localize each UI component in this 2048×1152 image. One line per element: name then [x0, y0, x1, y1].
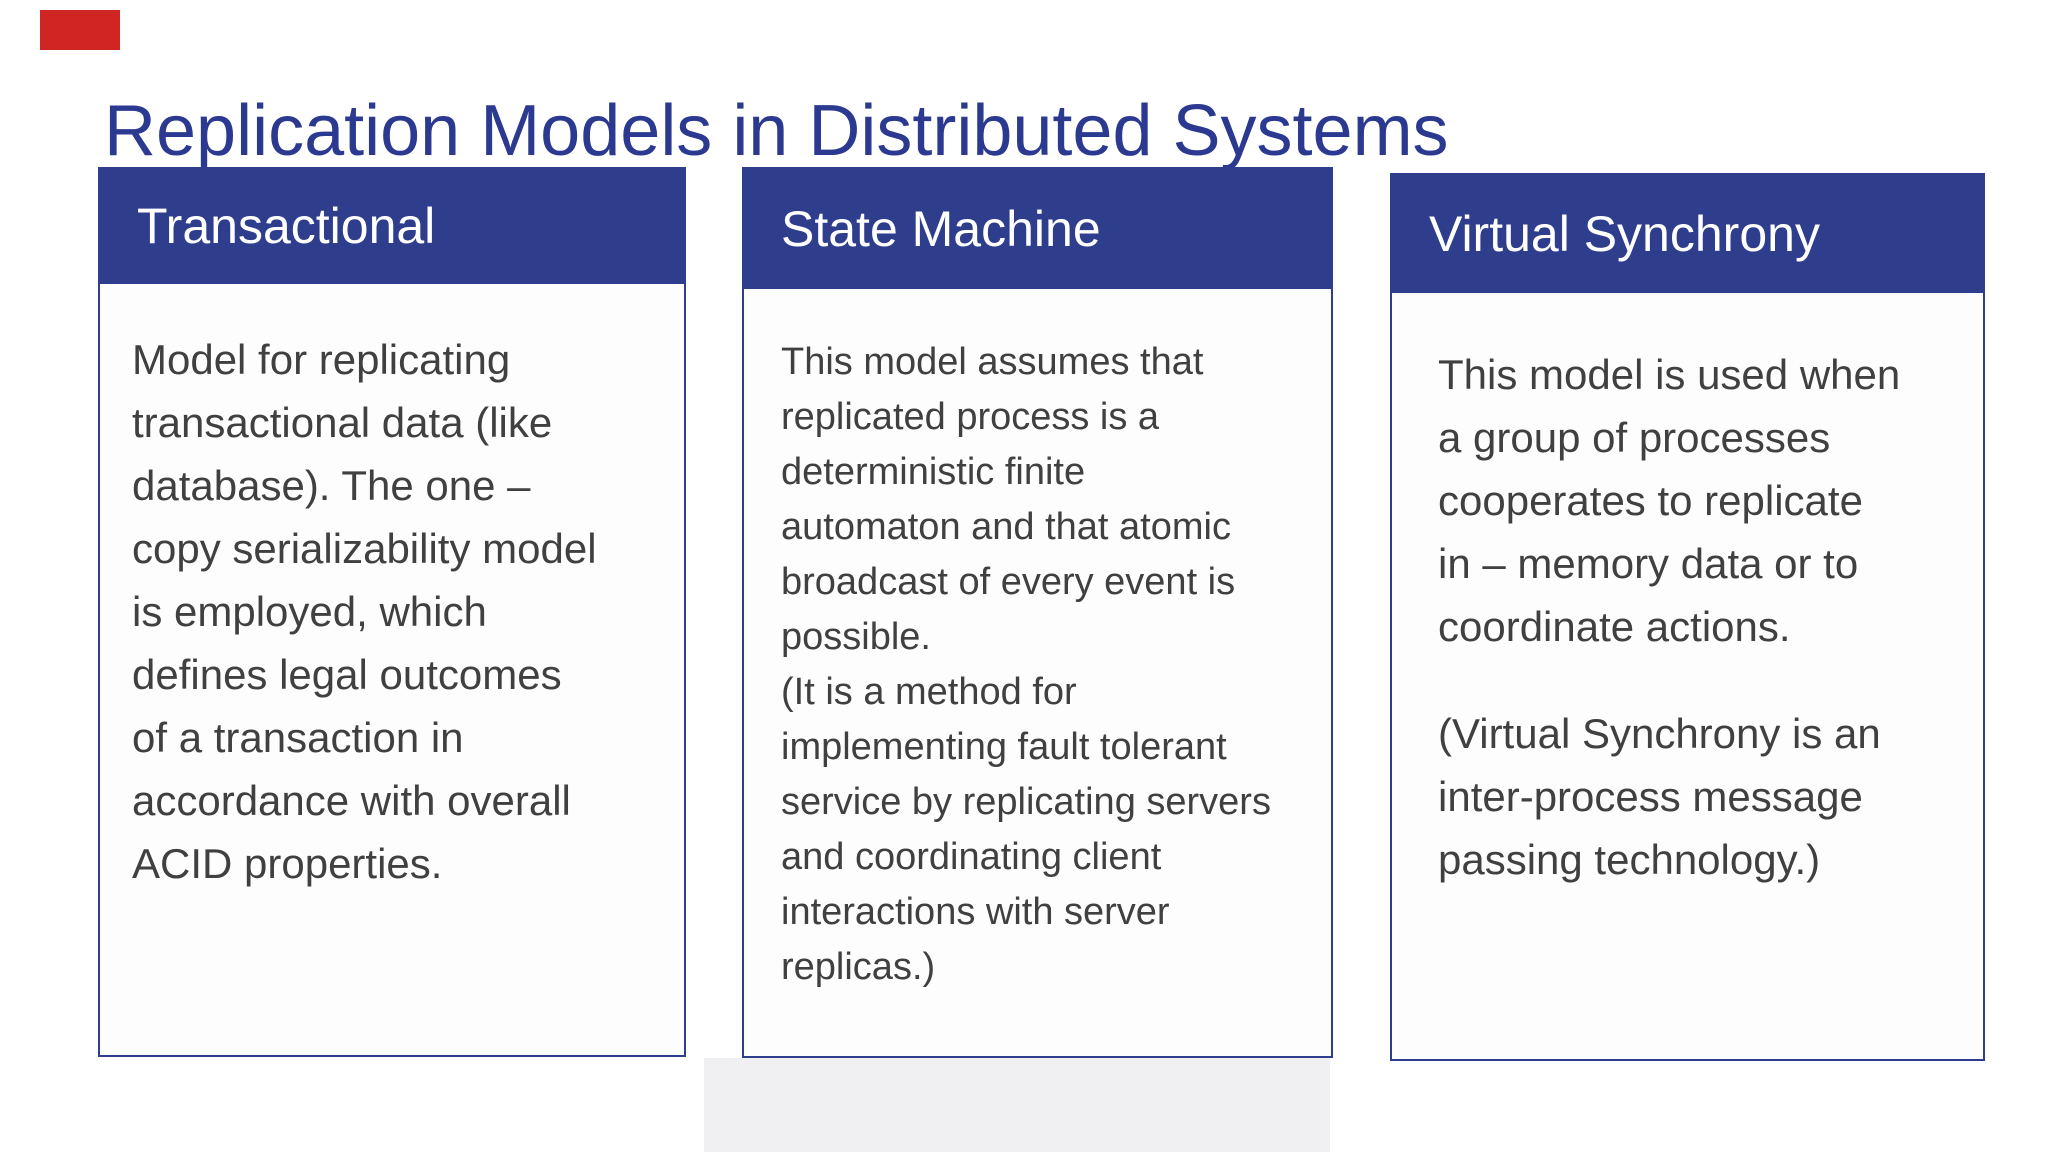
card-transactional-body: Model for replicating transactional data… [132, 336, 597, 887]
card-state-machine-body: This model assumes that replicated proce… [781, 341, 1271, 988]
card-transactional-title: Transactional [137, 198, 436, 254]
card-transactional-body-secondary [100, 895, 684, 939]
card-virtual-synchrony-body: This model is used when a group of proce… [1438, 351, 1901, 650]
card-virtual-synchrony: Virtual Synchrony This model is used whe… [1390, 173, 1985, 1061]
page-title: Replication Models in Distributed System… [104, 91, 1449, 172]
card-transactional: Transactional Model for replicating tran… [98, 167, 686, 1057]
card-virtual-synchrony-body-secondary: (Virtual Synchrony is an inter-process m… [1438, 710, 1881, 883]
bottom-gray-band [704, 1058, 1330, 1152]
card-state-machine-body-secondary [744, 995, 1331, 1039]
card-virtual-synchrony-title: Virtual Synchrony [1429, 205, 1820, 262]
card-state-machine-title: State Machine [781, 200, 1101, 257]
card-transactional-header: Transactional [99, 168, 685, 284]
card-state-machine-header: State Machine [743, 168, 1332, 289]
card-state-machine: State Machine This model assumes that re… [742, 167, 1333, 1058]
card-virtual-synchrony-header: Virtual Synchrony [1391, 174, 1984, 293]
red-corner-mark [40, 10, 120, 50]
